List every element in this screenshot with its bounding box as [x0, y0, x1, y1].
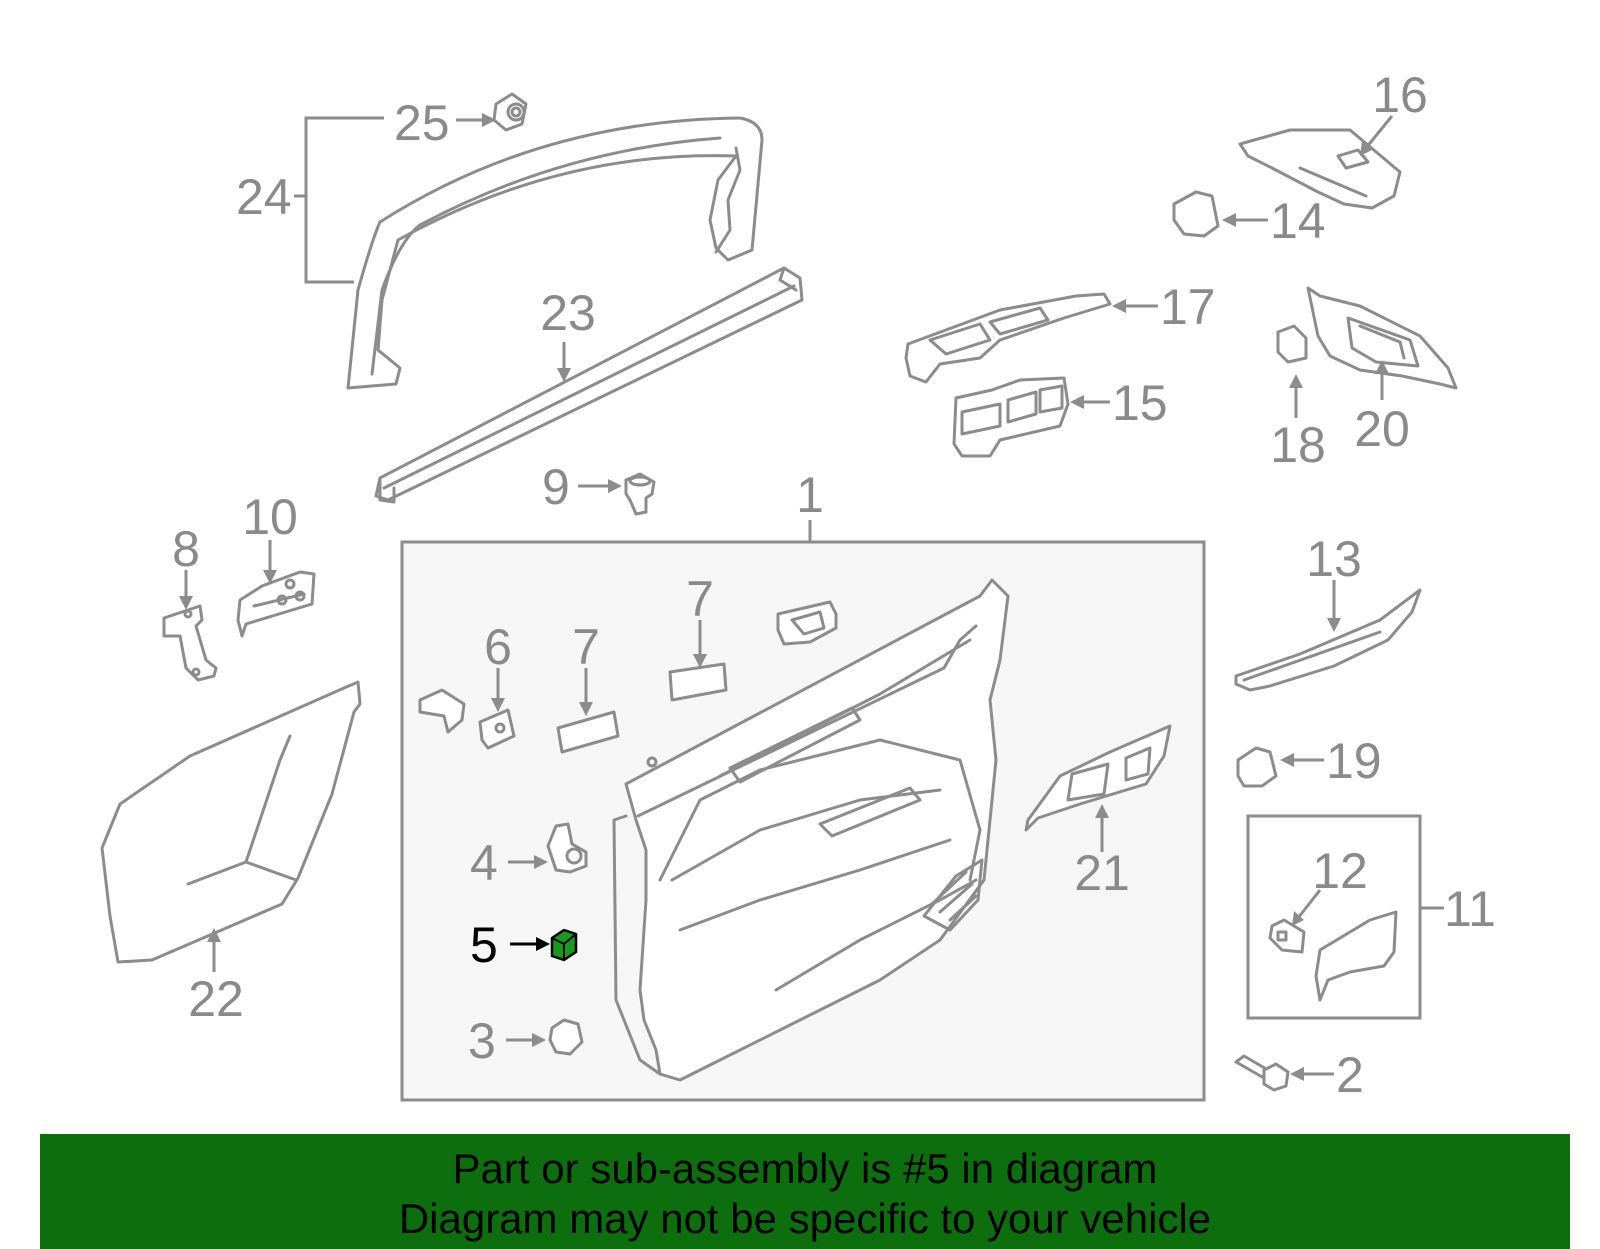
- switch-bezel-16[interactable]: [1238, 128, 1402, 210]
- callout-20: 20: [1354, 401, 1410, 457]
- belt-moulding-23[interactable]: [374, 266, 804, 504]
- callout-8: 8: [172, 521, 200, 577]
- clip-12[interactable]: [1268, 918, 1306, 954]
- callout-21: 21: [1074, 845, 1130, 901]
- window-frame-moulding[interactable]: [346, 116, 764, 390]
- clip-19[interactable]: [1236, 746, 1278, 788]
- callout-7-upper: 7: [686, 571, 714, 627]
- clip-9[interactable]: [624, 472, 656, 516]
- nut-3[interactable]: [548, 1018, 584, 1056]
- pad-6[interactable]: [478, 708, 516, 750]
- callout-19: 19: [1326, 733, 1382, 789]
- pad-7-lower[interactable]: [556, 710, 620, 754]
- callout-16: 16: [1372, 67, 1428, 123]
- banner-line-part: Part or sub-assembly is #5 in diagram: [452, 1145, 1158, 1192]
- info-banner: Part or sub-assembly is #5 in diagram Di…: [40, 1134, 1570, 1249]
- callout-9: 9: [542, 459, 570, 515]
- bracket-10[interactable]: [236, 570, 316, 638]
- clip-14[interactable]: [1172, 190, 1220, 238]
- switch-bezel-21[interactable]: [1024, 724, 1172, 832]
- callout-23: 23: [540, 285, 596, 341]
- retainer-5-highlighted[interactable]: [550, 928, 578, 962]
- callout-12: 12: [1312, 843, 1368, 899]
- callout-5: 5: [470, 917, 498, 973]
- callout-11: 11: [1444, 881, 1496, 937]
- bolt-2[interactable]: [1234, 1054, 1290, 1092]
- clip-4[interactable]: [546, 822, 588, 874]
- callout-15: 15: [1112, 375, 1168, 431]
- callout-3: 3: [468, 1013, 496, 1069]
- trim-strip-13[interactable]: [1234, 588, 1422, 692]
- bracket-8[interactable]: [162, 604, 218, 682]
- callout-labels: 1 2 3 4 5 6 7 7 8 9 10 11 12 13 14 15 16…: [172, 67, 1496, 1103]
- callout-13: 13: [1306, 531, 1362, 587]
- clip-18[interactable]: [1276, 324, 1308, 364]
- callout-17: 17: [1160, 279, 1216, 335]
- callout-10: 10: [242, 489, 298, 545]
- handle-cover-11[interactable]: [1314, 910, 1398, 1002]
- callout-1: 1: [796, 467, 824, 523]
- leader-lines: [179, 113, 1444, 1081]
- callout-14: 14: [1270, 193, 1326, 249]
- callout-25: 25: [394, 95, 450, 151]
- door-trim-panel[interactable]: [612, 578, 1010, 1082]
- callout-7-lower: 7: [572, 619, 600, 675]
- clip-25[interactable]: [492, 92, 528, 132]
- callout-18: 18: [1270, 417, 1326, 473]
- callout-6: 6: [484, 619, 512, 675]
- clip-plate-left[interactable]: [418, 688, 466, 734]
- switch-15[interactable]: [952, 376, 1070, 458]
- callout-24: 24: [236, 169, 292, 225]
- handle-bezel-20[interactable]: [1306, 286, 1458, 390]
- kick-panel-22[interactable]: [100, 680, 362, 964]
- pad-7-upper[interactable]: [668, 662, 728, 702]
- switch-bezel-17[interactable]: [904, 292, 1112, 384]
- banner-line-disclaimer: Diagram may not be specific to your vehi…: [398, 1195, 1212, 1242]
- callout-22: 22: [188, 971, 244, 1027]
- callout-2: 2: [1336, 1047, 1364, 1103]
- callout-4: 4: [470, 835, 498, 891]
- bracket-upper[interactable]: [776, 600, 838, 646]
